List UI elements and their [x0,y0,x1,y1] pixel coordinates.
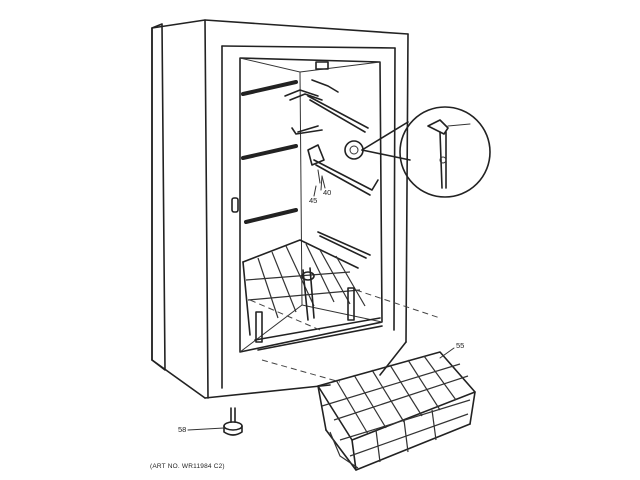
callout-40: 40 [321,175,331,197]
basket-slide-guides [249,289,441,383]
cabinet-body [151,19,409,399]
callout-58: 58 [178,425,225,434]
right-wall-tubes [307,95,379,259]
part-label-45: 45 [309,196,317,205]
callout-55: 55 [439,341,464,359]
part-label-58: 58 [178,425,186,434]
part-label-40: 40 [323,188,331,197]
art-number-label: (ART NO. WR11984 C2) [150,463,225,470]
top-evaporator-clips [284,61,339,135]
callout-45: 45 [309,185,317,205]
floor-wire-rack [242,239,383,351]
wire-basket [317,351,476,471]
detail-zoom-view [361,106,491,198]
leveling-leg [223,407,243,436]
part-label-55: 55 [456,341,464,350]
left-shelf-rails [241,80,298,224]
inner-liner [239,57,383,353]
